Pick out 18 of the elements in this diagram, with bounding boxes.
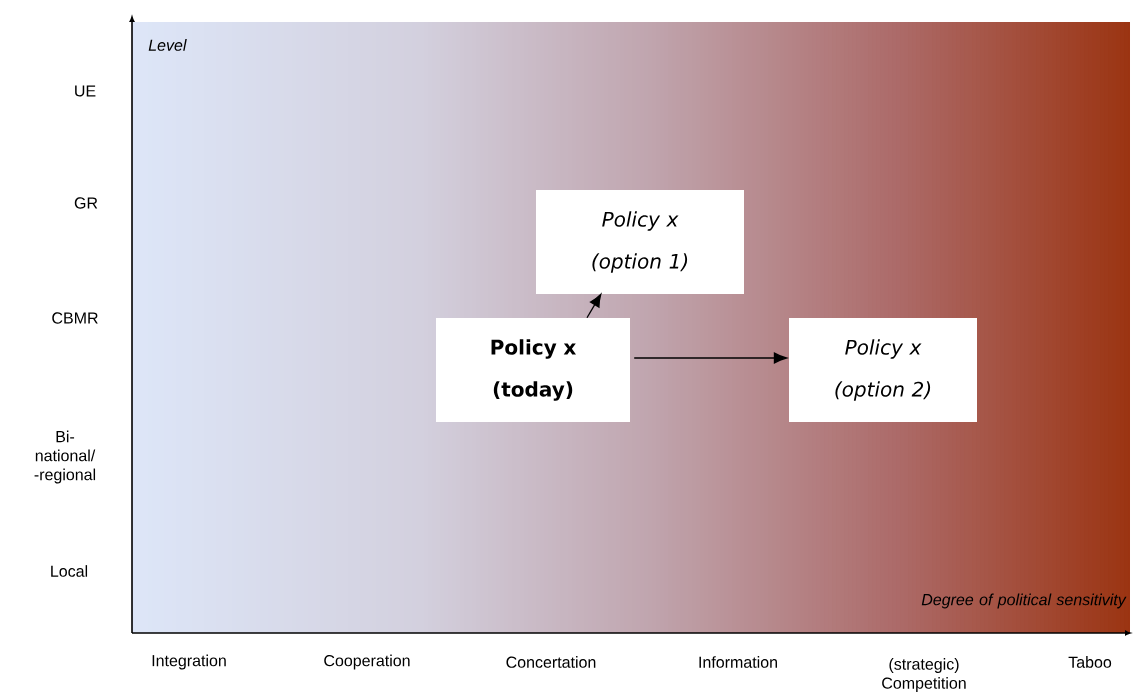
category-label: Taboo (1068, 656, 1112, 668)
category-label: Concertation (506, 656, 596, 668)
level-label: Bi- national/ -regional (34, 430, 96, 484)
category-label: Information (699, 656, 777, 668)
level-label: CBMR (52, 312, 98, 324)
category-label: (strategic) Competition (882, 658, 966, 692)
arrow (586, 293, 602, 319)
category-label: Integration (152, 654, 226, 670)
policy-box: Policy x (today) (436, 318, 630, 422)
category-label: Cooperation (324, 654, 410, 670)
level-label: UE (75, 85, 96, 97)
level-label: Local (51, 565, 88, 577)
policy-box: Policy x (option 2) (789, 318, 977, 422)
level-label: GR (74, 197, 98, 209)
arrow (633, 352, 787, 364)
axis-title: Degree of political sensitivity (921, 593, 1127, 609)
axis-title: Level (148, 39, 187, 51)
policy-box: Policy x (option 1) (536, 190, 744, 294)
